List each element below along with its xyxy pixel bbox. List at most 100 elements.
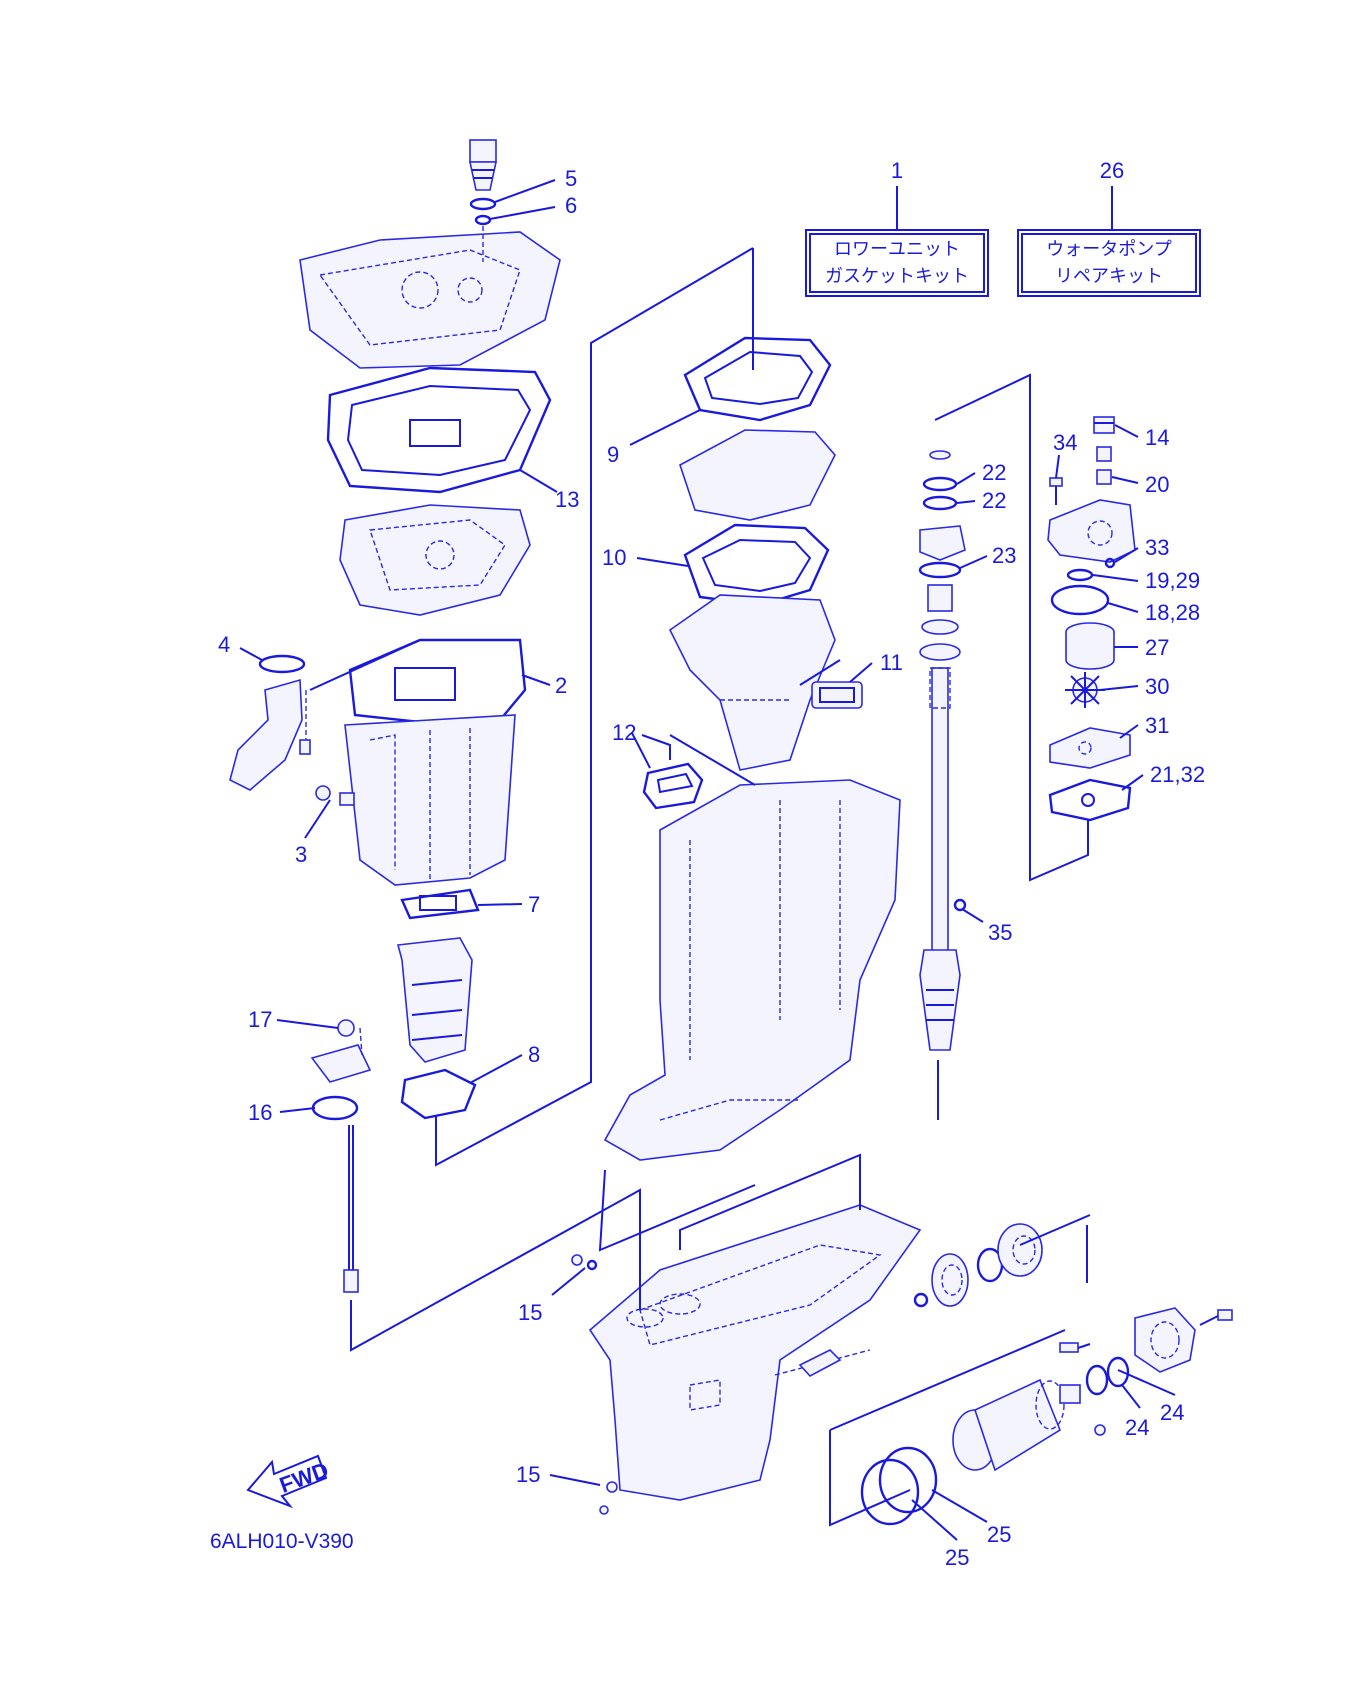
insert-20[interactable] bbox=[1096, 469, 1112, 485]
drain-plug[interactable] bbox=[469, 139, 497, 191]
callout-2: 2 bbox=[555, 673, 567, 698]
upper-mount-bracket[interactable] bbox=[668, 594, 836, 771]
kit-1-line1: ロワーユニット bbox=[834, 239, 960, 260]
leader-lines bbox=[239, 179, 1176, 1541]
gasket-9[interactable] bbox=[683, 336, 832, 422]
fwd-arrow-icon: FWD bbox=[246, 1454, 332, 1509]
grommet-upper[interactable] bbox=[1096, 446, 1112, 462]
callout-30: 30 bbox=[1145, 674, 1169, 699]
callout-labels: 1 26 5 6 9 13 10 4 2 11 12 3 7 17 8 16 1… bbox=[218, 158, 1205, 1570]
oil-seal-housing[interactable] bbox=[919, 525, 966, 561]
spacer-plate[interactable] bbox=[679, 429, 836, 521]
callout-31: 31 bbox=[1145, 713, 1169, 738]
callout-15-upper: 15 bbox=[518, 1300, 542, 1325]
impeller-30[interactable] bbox=[1065, 672, 1105, 708]
o-ring-23[interactable] bbox=[918, 561, 962, 579]
callout-24-upper: 24 bbox=[1160, 1400, 1184, 1425]
callout-22-upper: 22 bbox=[982, 460, 1006, 485]
taper-bearing[interactable] bbox=[997, 1223, 1043, 1277]
callout-26: 26 bbox=[1100, 158, 1124, 183]
callout-17: 17 bbox=[248, 1007, 272, 1032]
oil-seal-22-lower[interactable] bbox=[922, 495, 958, 511]
seal-12[interactable] bbox=[642, 762, 704, 810]
drawing-code: 6ALH010-V390 bbox=[210, 1530, 354, 1553]
gasket-13[interactable] bbox=[326, 366, 552, 494]
callout-35: 35 bbox=[988, 920, 1012, 945]
water-tube-4[interactable] bbox=[229, 678, 311, 791]
callout-22-lower: 22 bbox=[982, 488, 1006, 513]
callout-25-upper: 25 bbox=[987, 1522, 1011, 1547]
o-ring-25-outer[interactable] bbox=[878, 1446, 938, 1514]
shift-bracket-17[interactable] bbox=[310, 1019, 372, 1083]
callout-3: 3 bbox=[295, 842, 307, 867]
callout-27: 27 bbox=[1145, 635, 1169, 660]
outer-plate-31[interactable] bbox=[1049, 727, 1131, 769]
callout-21-32: 21,32 bbox=[1150, 762, 1205, 787]
pump-housing[interactable] bbox=[1047, 499, 1136, 563]
rubber-mount-11[interactable] bbox=[811, 681, 863, 709]
grommet-14[interactable] bbox=[1093, 416, 1115, 434]
o-ring-18-28[interactable] bbox=[1050, 584, 1110, 616]
callout-16: 16 bbox=[248, 1100, 272, 1125]
o-ring-16[interactable] bbox=[311, 1095, 359, 1121]
seal-4[interactable] bbox=[258, 654, 306, 674]
bolt-3[interactable] bbox=[315, 785, 355, 806]
callout-1: 1 bbox=[891, 158, 903, 183]
housing-washer[interactable] bbox=[1094, 1424, 1106, 1436]
kit-26-line1: ウォータポンプ bbox=[1046, 239, 1171, 260]
o-ring-5[interactable] bbox=[469, 197, 497, 211]
propeller-shaft[interactable] bbox=[798, 1349, 842, 1377]
shift-rod[interactable] bbox=[343, 1125, 359, 1293]
gasket-7[interactable] bbox=[400, 888, 480, 920]
callout-5: 5 bbox=[565, 166, 577, 191]
callout-33: 33 bbox=[1145, 535, 1169, 560]
forward-gear[interactable] bbox=[931, 1253, 969, 1307]
o-ring-19-29[interactable] bbox=[1066, 568, 1094, 582]
oil-seal-22-upper[interactable] bbox=[922, 476, 958, 492]
callout-9: 9 bbox=[607, 442, 619, 467]
insert-cartridge-27[interactable] bbox=[1065, 622, 1115, 670]
shaft-cap[interactable] bbox=[929, 450, 951, 460]
bolt-15-upper[interactable] bbox=[571, 1254, 598, 1271]
ring-nut-bolt[interactable] bbox=[1199, 1309, 1233, 1326]
callout-24-lower: 24 bbox=[1125, 1415, 1149, 1440]
exhaust-pipe[interactable] bbox=[396, 937, 473, 1063]
gasket-8[interactable] bbox=[400, 1068, 477, 1120]
clip-35[interactable] bbox=[953, 898, 967, 912]
shim-gear[interactable] bbox=[913, 1292, 929, 1308]
o-ring-6[interactable] bbox=[474, 214, 492, 226]
thrust-washer[interactable] bbox=[921, 619, 959, 635]
upper-casing[interactable] bbox=[299, 226, 561, 369]
shim[interactable] bbox=[919, 643, 961, 661]
kit-box-lower-unit-gasket[interactable]: ロワーユニット ガスケットキット bbox=[805, 229, 989, 297]
gasket-21-32[interactable] bbox=[1048, 778, 1132, 822]
kit-box-water-pump-repair[interactable]: ウォータポンプ リペアキット bbox=[1017, 229, 1201, 297]
bolt-34[interactable] bbox=[1049, 477, 1063, 505]
callout-20: 20 bbox=[1145, 472, 1169, 497]
housing-bolt[interactable] bbox=[1059, 1342, 1091, 1353]
oil-seal-24b[interactable] bbox=[1106, 1356, 1130, 1388]
muffler-housing[interactable] bbox=[344, 714, 516, 886]
ring-nut[interactable] bbox=[1134, 1307, 1196, 1373]
drive-shaft[interactable] bbox=[919, 667, 961, 1051]
propeller-shaft-housing[interactable] bbox=[952, 1378, 1065, 1472]
drive-shaft-bushing[interactable] bbox=[927, 584, 953, 612]
exhaust-guide[interactable] bbox=[339, 504, 531, 616]
bolt-15-lower[interactable] bbox=[599, 1481, 618, 1515]
o-ring-25-inner[interactable] bbox=[860, 1458, 920, 1526]
oil-seal-24a[interactable] bbox=[1085, 1364, 1109, 1396]
gasket-10[interactable] bbox=[683, 523, 830, 607]
gasket-2[interactable] bbox=[348, 638, 527, 724]
callout-18-28: 18,28 bbox=[1145, 600, 1200, 625]
callout-14: 14 bbox=[1145, 425, 1169, 450]
callout-23: 23 bbox=[992, 543, 1016, 568]
callout-15-lower: 15 bbox=[516, 1462, 540, 1487]
callout-8: 8 bbox=[528, 1042, 540, 1067]
callout-10: 10 bbox=[602, 545, 626, 570]
callout-19-29: 19,29 bbox=[1145, 568, 1200, 593]
needle-bearing[interactable] bbox=[1059, 1384, 1081, 1404]
kit-26-line2: リペアキット bbox=[1055, 266, 1163, 287]
pin-33[interactable] bbox=[1104, 557, 1116, 569]
drive-shaft-housing[interactable] bbox=[603, 779, 901, 1161]
